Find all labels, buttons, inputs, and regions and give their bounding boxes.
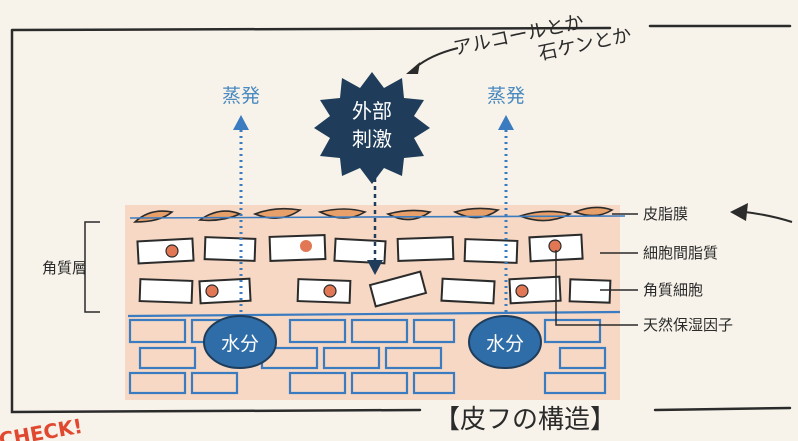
sebum-membrane-caps (132, 206, 614, 223)
external-stimulus-burst (314, 72, 430, 184)
lower-cell-layer (127, 310, 621, 395)
annotation-arrow (414, 47, 459, 69)
sebum-membrane-line (129, 215, 626, 219)
evaporation-arrowhead-right (498, 115, 514, 130)
cell-nuclei (165, 239, 562, 298)
leader-lines (555, 213, 638, 326)
caption-title: 【皮フの構造】 (434, 405, 616, 435)
evaporation-arrowhead-left (233, 115, 249, 130)
corneocyte-label: 角質細胞 (643, 281, 703, 299)
water-label-right: 水分 (486, 333, 524, 355)
water-oval-right (468, 315, 542, 369)
stratum-corneum-bracket (84, 221, 100, 313)
evaporation-arrows (239, 128, 508, 330)
stimulus-text-line2: 刺激 (352, 127, 392, 151)
evaporation-label-right: 蒸発 (487, 85, 525, 107)
nmf-label: 天然保湿因子 (643, 316, 733, 334)
sebum-pointer-head (730, 203, 748, 221)
check-stamp: CHECK! (0, 414, 84, 441)
sebum-pointer-line (744, 211, 793, 223)
stimulus-arrowhead (367, 260, 383, 275)
annotation-arrowhead (406, 62, 420, 74)
water-label-left: 水分 (221, 333, 259, 355)
water-oval-left (203, 315, 277, 369)
stratum-corneum-label: 角質層 (42, 259, 87, 277)
stimulus-text-line1: 外部 (352, 99, 392, 123)
frame-border (10, 24, 792, 414)
skin-area (125, 205, 620, 400)
intercellular-lipid-label: 細胞間脂質 (643, 244, 718, 262)
sebum-membrane-label: 皮脂膜 (643, 205, 688, 223)
evaporation-label-left: 蒸発 (222, 85, 260, 107)
